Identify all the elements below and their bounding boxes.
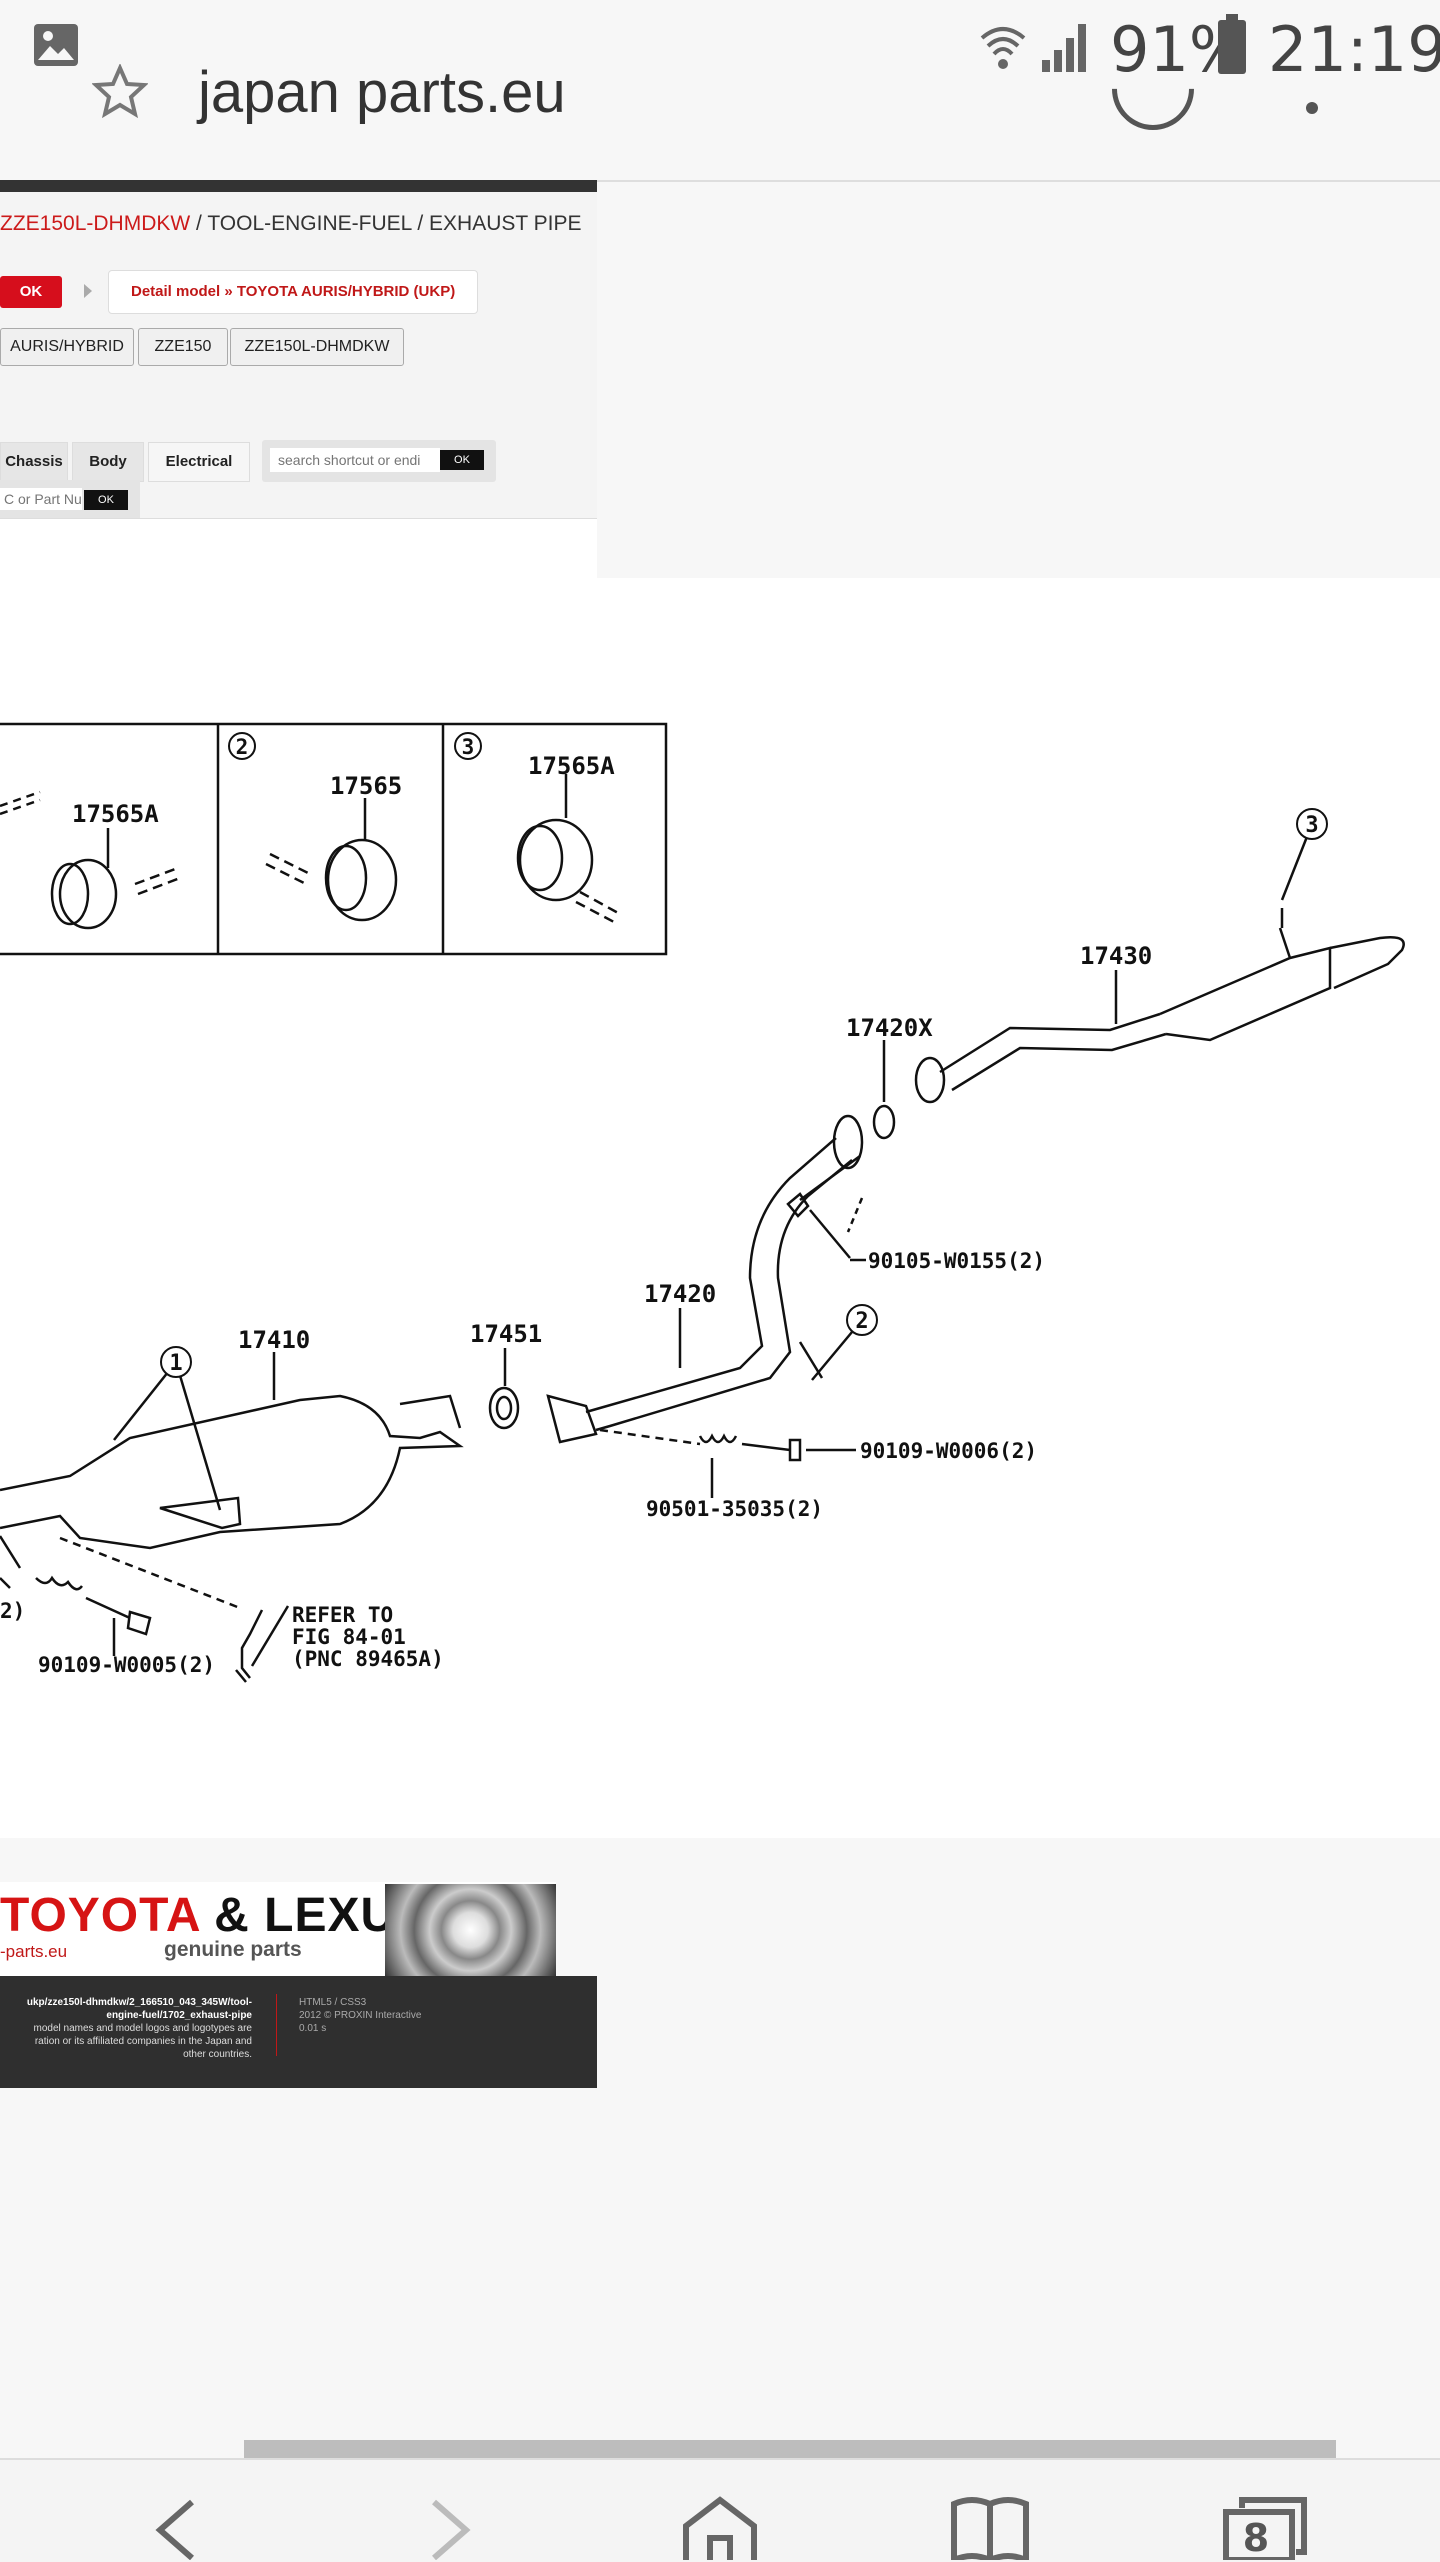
exhaust-parts-diagram[interactable]: 2 3 1 2 3 17565A 17565 17565A 17430 1742…: [0, 578, 1440, 1838]
bookmark-star-icon[interactable]: [92, 64, 148, 120]
tabs-count: 8: [1242, 2516, 1270, 2560]
inset-number-2-text: 2: [236, 735, 249, 759]
callout-3-text: 3: [1305, 813, 1318, 838]
breadcrumb: ZZE150L-DHMDKW / TOOL-ENGINE-FUEL / EXHA…: [0, 212, 582, 236]
content-area: [0, 518, 597, 579]
label-90109-w0005: 90109-W0005(2): [38, 1653, 215, 1677]
callout-1: [160, 1346, 192, 1378]
breadcrumb-path: / TOOL-ENGINE-FUEL / EXHAUST PIPE: [190, 212, 582, 235]
search-input[interactable]: [270, 448, 440, 472]
clock: 21:19: [1268, 13, 1440, 86]
label-fig: FIG 84-01: [292, 1625, 406, 1649]
inset-number-2: [228, 732, 256, 760]
wifi-icon: [980, 27, 1026, 69]
gasket-17451: [488, 1348, 520, 1430]
label-90501: 90501-35035(2): [646, 1497, 823, 1521]
label-90105: 90105-W0155(2): [868, 1249, 1045, 1273]
footer-divider: [276, 1994, 277, 2056]
detail-model-button[interactable]: Detail model » TOYOTA AURIS/HYBRID (UKP): [108, 270, 479, 314]
callout-2-text: 2: [855, 1309, 868, 1334]
hanger-17565a-right: [516, 774, 621, 924]
horizontal-scrollbar[interactable]: [244, 2440, 1336, 2458]
callout-leader-1b: [174, 1361, 222, 1511]
flange-gasket-17420x: [832, 1040, 946, 1170]
footer-legal-line-3: other countries.: [183, 2049, 252, 2060]
home-icon[interactable]: [680, 2494, 760, 2560]
label-left-2: 2): [0, 1599, 25, 1623]
bolt-90105: [786, 1154, 864, 1259]
footer-tech-line-2: 2012 © PROXIN Interactive: [299, 2010, 422, 2021]
inset-number-3-text: 3: [462, 735, 475, 759]
bolt-90109-w0006: [599, 1428, 856, 1498]
label-90109-w0006: 90109-W0006(2): [860, 1439, 1037, 1463]
bookmarks-icon[interactable]: [950, 2494, 1030, 2560]
tabs-icon[interactable]: [1220, 2494, 1310, 2560]
footer-url-line-2: engine-fuel/1702_exhaust-pipe: [106, 2010, 252, 2021]
bottom-navigation: [0, 2458, 1440, 2562]
label-17420x: 17420X: [846, 1014, 933, 1042]
footer-url-line-1: ukp/zze150l-dhmdkw/2_166510_043_345W/too…: [26, 1997, 252, 2008]
callout-1-text: 1: [169, 1351, 182, 1376]
top-bar: [0, 180, 597, 192]
diagram-background: [0, 578, 1440, 1838]
back-icon[interactable]: [150, 2496, 200, 2560]
callout-2: [846, 1304, 878, 1336]
model-chip-zze150l[interactable]: ZZE150L-DHMDKW: [230, 328, 404, 366]
label-17451: 17451: [470, 1320, 542, 1348]
pnc-ok-button[interactable]: OK: [84, 490, 128, 510]
genuine-parts-tagline: genuine parts: [164, 1938, 302, 1961]
callout-leader-1a: [113, 1361, 177, 1441]
tab-body[interactable]: Body: [72, 442, 144, 482]
footer-bar: [0, 1976, 597, 2088]
browser-header: [0, 0, 1440, 182]
model-chip-zze150[interactable]: ZZE150: [138, 328, 228, 366]
brand-logo[interactable]: TOYOTA & LEXUS: [0, 1888, 429, 1943]
inset-number-3: [454, 732, 482, 760]
more-menu-icon[interactable]: [1306, 102, 1318, 114]
label-17565a-right: 17565A: [528, 752, 615, 780]
footer-site-name: -parts.eu: [0, 1942, 68, 1961]
footer-legal-line-1: model names and model logos and logotype…: [33, 2023, 252, 2034]
front-pipe-17420: [546, 1137, 853, 1444]
ok-button[interactable]: OK: [0, 276, 62, 308]
label-pnc: (PNC 89465A): [292, 1647, 444, 1671]
label-17420: 17420: [644, 1280, 716, 1308]
footer-url: ukp/zze150l-dhmdkw/2_166510_043_345W/too…: [0, 1996, 252, 2061]
hanger-17565: [265, 798, 398, 922]
label-17410: 17410: [238, 1326, 310, 1354]
label-17565a-left: 17565A: [72, 800, 159, 828]
model-chip-auris[interactable]: AURIS/HYBRID: [0, 328, 134, 366]
tab-electrical[interactable]: Electrical: [148, 442, 250, 482]
breadcrumb-model-link[interactable]: ZZE150L-DHMDKW: [0, 212, 191, 235]
signal-icon: [1042, 24, 1086, 72]
tab-chassis[interactable]: Chassis: [0, 442, 68, 482]
pnc-search-input[interactable]: [0, 488, 82, 510]
label-17565: 17565: [330, 772, 402, 800]
footer-tech-info: HTML5 / CSS3 2012 © PROXIN Interactive 0…: [299, 1996, 421, 2035]
image-icon: [34, 24, 78, 66]
fan-clutch-image: [385, 1884, 556, 1976]
site-title[interactable]: japan parts.eu: [198, 60, 566, 125]
footer-tech-line-1: HTML5 / CSS3: [299, 1997, 367, 2008]
arrow-right-icon: [84, 284, 92, 298]
inset-frame: [0, 722, 668, 956]
label-refer-to: REFER TO: [292, 1603, 393, 1627]
callout-3: [1296, 808, 1328, 840]
forward-icon[interactable]: [426, 2496, 476, 2560]
footer-tech-line-3: 0.01 s: [299, 2023, 327, 2034]
footer-legal-line-2: ration or its affiliated companies in th…: [34, 2036, 252, 2047]
muffler-17430: [939, 908, 1405, 1092]
brand-toyota: TOYOTA: [0, 1889, 200, 1942]
converter-17410: [0, 1352, 464, 1550]
hanger-17565a-left: [0, 790, 181, 930]
battery-icon: [1218, 14, 1246, 74]
bolt-90109-w0005: [0, 1535, 264, 1683]
label-17430: 17430: [1080, 942, 1152, 970]
search-ok-button[interactable]: OK: [440, 450, 484, 470]
